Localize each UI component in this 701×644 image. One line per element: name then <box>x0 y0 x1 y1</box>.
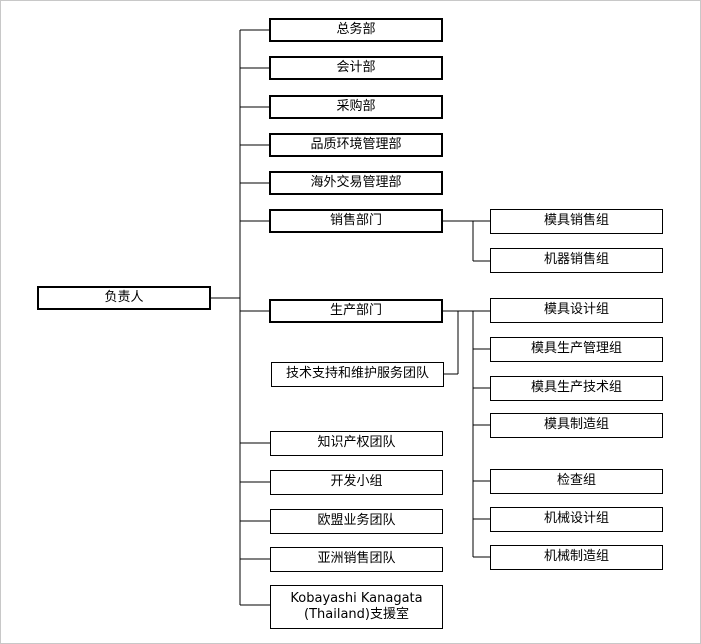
thailand-support-line1: Kobayashi Kanagata <box>290 590 423 606</box>
production-group: 模具生产管理组 <box>490 337 663 362</box>
production-group: 机械设计组 <box>490 507 663 532</box>
production-group: 机械制造组 <box>490 545 663 570</box>
dept-eu-business: 欧盟业务团队 <box>270 509 443 534</box>
dept-accounting: 会计部 <box>269 56 443 80</box>
dept-purchasing: 采购部 <box>269 95 443 119</box>
root-node: 负责人 <box>37 286 211 310</box>
dept-asia-sales: 亚洲销售团队 <box>270 547 443 572</box>
dept-development: 开发小组 <box>270 470 443 495</box>
production-group: 模具生产技术组 <box>490 376 663 401</box>
dept-quality-environment: 品质环境管理部 <box>269 133 443 157</box>
dept-sales: 销售部门 <box>269 209 443 233</box>
dept-overseas-trade: 海外交易管理部 <box>269 171 443 195</box>
thailand-support-line2: (Thailand)支援室 <box>304 607 409 622</box>
sales-group: 模具销售组 <box>490 209 663 234</box>
dept-tech-support: 技术支持和维护服务团队 <box>271 362 444 387</box>
sales-group: 机器销售组 <box>490 248 663 273</box>
dept-thailand-support: Kobayashi Kanagata (Thailand)支援室 <box>270 585 443 629</box>
dept-production: 生产部门 <box>269 299 443 323</box>
production-group: 模具制造组 <box>490 413 663 438</box>
dept-intellectual-property: 知识产权团队 <box>270 431 443 456</box>
dept-general-affairs: 总务部 <box>269 18 443 42</box>
production-group: 模具设计组 <box>490 298 663 323</box>
production-group: 检查组 <box>490 469 663 494</box>
